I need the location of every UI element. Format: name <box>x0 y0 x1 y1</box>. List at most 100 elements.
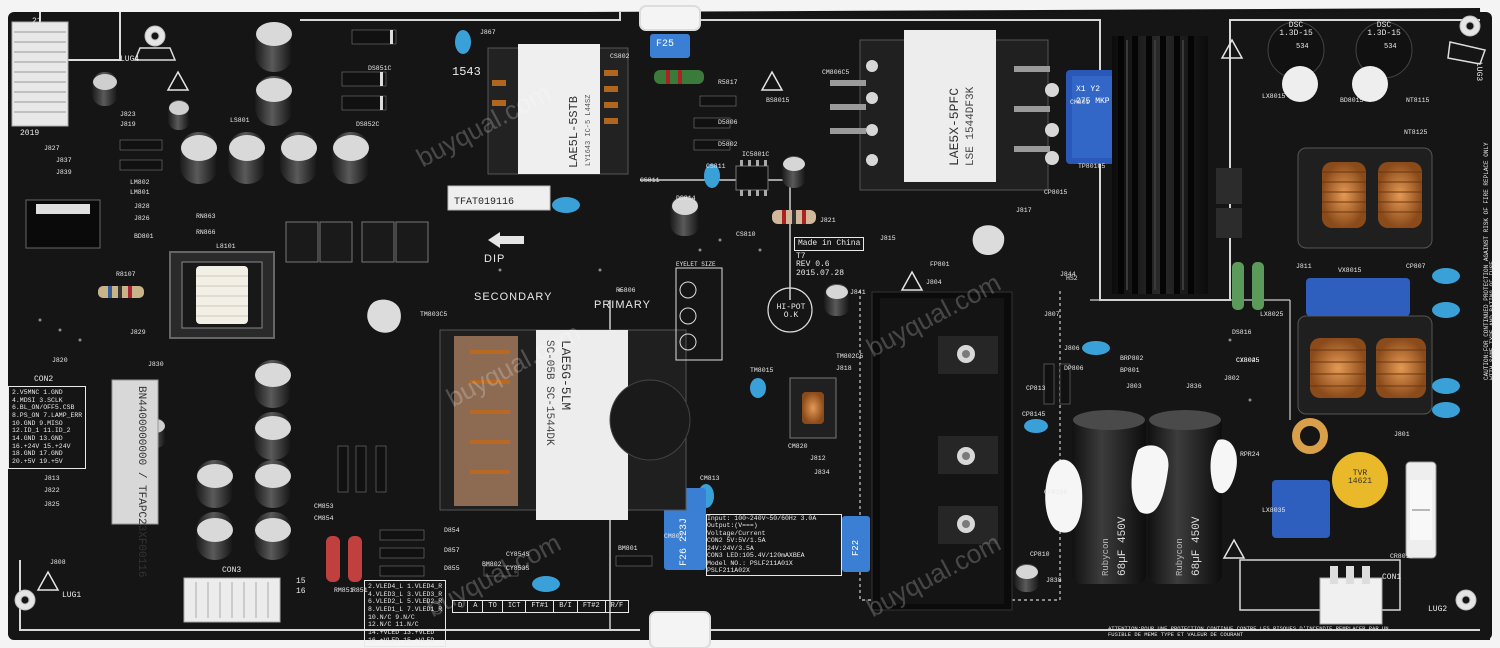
ref-designator: CY8045 <box>1236 357 1260 364</box>
top-transformer-code: LY1643 IC-5 L44SZ <box>585 94 593 166</box>
rev-cell: A <box>468 601 484 612</box>
f22-label: F22 <box>851 539 861 556</box>
ref-designator: CP813 <box>1026 385 1046 392</box>
con2-marking: CON2 <box>34 375 54 384</box>
ref-designator: J804 <box>926 279 942 286</box>
ref-designator: L8101 <box>216 243 236 250</box>
ref-designator: CY853S <box>506 565 530 572</box>
ref-designator: RN863 <box>196 213 216 220</box>
f26-label: F26 223J <box>679 517 690 566</box>
ref-designator: LX8025 <box>1260 311 1284 318</box>
spec-voltage-current: Voltage/Current <box>707 529 766 537</box>
ref-designator: J827 <box>44 145 60 152</box>
ref-designator: J815 <box>880 235 896 242</box>
con2-pin-row: 2.V5MNC 1.GND <box>12 389 63 396</box>
ref-designator: CY854S <box>506 551 530 558</box>
pin-21-marking: 21 <box>32 17 42 26</box>
ref-designator: DS816 <box>1232 329 1252 336</box>
ref-designator: DP806 <box>1064 365 1084 372</box>
rev-cell: R/F <box>610 602 624 610</box>
ref-designator: FP801 <box>930 261 950 268</box>
ref-designator: R5817 <box>718 79 738 86</box>
lug4-marking: LUG4 <box>120 55 140 64</box>
con2-pin-row: 8.PS_ON 7.LAMP_ERR <box>12 411 83 419</box>
ref-designator: J801 <box>1394 431 1410 438</box>
rev-cell: FT#1 <box>526 601 555 612</box>
spec-con2-b: 24V:24V/3.5A <box>707 544 754 552</box>
spec-con3: CON3 LED:105.4V/120mAXBEA <box>707 552 805 560</box>
con3-pin-row: 8.VLED1_L 7.VLED1_R <box>368 605 443 613</box>
con2-pin-row: 6.BL_ON/OFF5.CSB <box>12 404 75 412</box>
ref-designator: BD801 <box>134 233 154 240</box>
main-transformer-code: LSE 1544DF3K <box>965 86 977 166</box>
ref-designator: TM802C5 <box>836 353 864 360</box>
ref-designator: CP810 <box>1030 551 1050 558</box>
ref-designator: LM802 <box>130 179 150 186</box>
ref-designator: CM801 <box>1070 99 1090 106</box>
ref-designator: J812 <box>810 455 826 462</box>
ref-designator: D5806 <box>718 119 738 126</box>
con3-pin-row: 12.N/C 11.N/C <box>368 621 419 629</box>
primary-marking: PRIMARY <box>594 299 651 311</box>
rev-cell: ICT <box>503 601 527 612</box>
filter-cap-right-label: 68µF 450V <box>1191 516 1203 576</box>
ref-designator: CM853 <box>314 503 334 510</box>
ref-designator: D854 <box>444 527 460 534</box>
con3-pin-row: 14.+VLED 13.+VLED <box>368 628 435 636</box>
con2-pin-row: 4.MDSI 3.SCLK <box>12 396 63 404</box>
ref-designator: DS851C <box>368 65 392 72</box>
lug1-marking: LUG1 <box>62 591 82 600</box>
lot-marking: 1543 <box>452 65 481 79</box>
year-marking: 2019 <box>20 129 40 138</box>
f25-label: F25 <box>656 39 675 50</box>
ref-designator: J825 <box>44 501 60 508</box>
ref-designator: J837 <box>56 157 72 164</box>
ntc-right-code: 534 <box>1384 43 1397 51</box>
con3-pin-row: 16.+VLED 15.+VLED <box>368 636 435 644</box>
ntc-left-code: 534 <box>1296 43 1309 51</box>
ref-designator: LX8015 <box>1262 93 1286 100</box>
ref-designator: J839 <box>56 169 72 176</box>
rev-marking: REV 0.6 <box>796 260 830 269</box>
ref-designator: IC5801C <box>742 151 770 158</box>
ref-designator: DS852C <box>356 121 380 128</box>
ref-designator: LM801 <box>130 189 150 196</box>
ref-designator: J841 <box>850 289 866 296</box>
ref-designator: BRP802 <box>1120 355 1144 362</box>
ref-designator: CS811 <box>706 163 726 170</box>
filter-cap-left-label: 68µF 450V <box>1117 516 1129 576</box>
filter-cap-left-brand: Rubycon <box>1101 538 1111 576</box>
vertical-model-text: BN4400000000 / TFAPC23XF00116 <box>135 386 147 578</box>
ref-designator: BP801 <box>1120 367 1140 374</box>
ref-designator: RPR24 <box>1240 451 1260 458</box>
ref-designator: J838 <box>1046 577 1062 584</box>
con1-marking: CON1 <box>1382 573 1402 582</box>
spec-model-2: PSLF211A02X <box>707 567 750 575</box>
ref-designator: J867 <box>480 29 496 36</box>
con2-pin-row: 14.GND 13.GND <box>12 434 63 442</box>
ref-designator: CM806C5 <box>822 69 850 76</box>
con3-pin-row: 10.N/C 9.N/C <box>368 613 415 621</box>
ref-designator: D5802 <box>718 141 738 148</box>
ref-designator: BM801 <box>618 545 638 552</box>
ref-designator: R5806 <box>616 287 636 294</box>
con2-pin-row: 20.+5V 19.+5V <box>12 457 63 465</box>
eyelet-marking: EYELET SIZE <box>676 261 716 268</box>
con3-marking: CON3 <box>222 566 242 575</box>
ref-designator: CM820 <box>788 443 808 450</box>
ref-designator: R851 <box>352 587 368 594</box>
made-in-marking: Made in China <box>794 237 865 251</box>
con2-pin-row: 10.GND 9.MISO <box>12 419 63 427</box>
ref-designator: CS810 <box>736 231 756 238</box>
ntc-left-label: DSC 1.3D-15 <box>1279 21 1313 38</box>
ref-designator: CM813 <box>700 475 720 482</box>
filter-cap-right-brand: Rubycon <box>1175 538 1185 576</box>
ref-designator: J821 <box>820 217 836 224</box>
ref-designator: NT8125 <box>1404 129 1428 136</box>
ref-designator: J803 <box>1126 383 1142 390</box>
x-cap-label: X1 Y2 <box>1076 85 1101 94</box>
ref-designator: CP8105 <box>1044 489 1068 496</box>
ref-designator: BD8015 <box>1340 97 1364 104</box>
ref-designator: J818 <box>836 365 852 372</box>
